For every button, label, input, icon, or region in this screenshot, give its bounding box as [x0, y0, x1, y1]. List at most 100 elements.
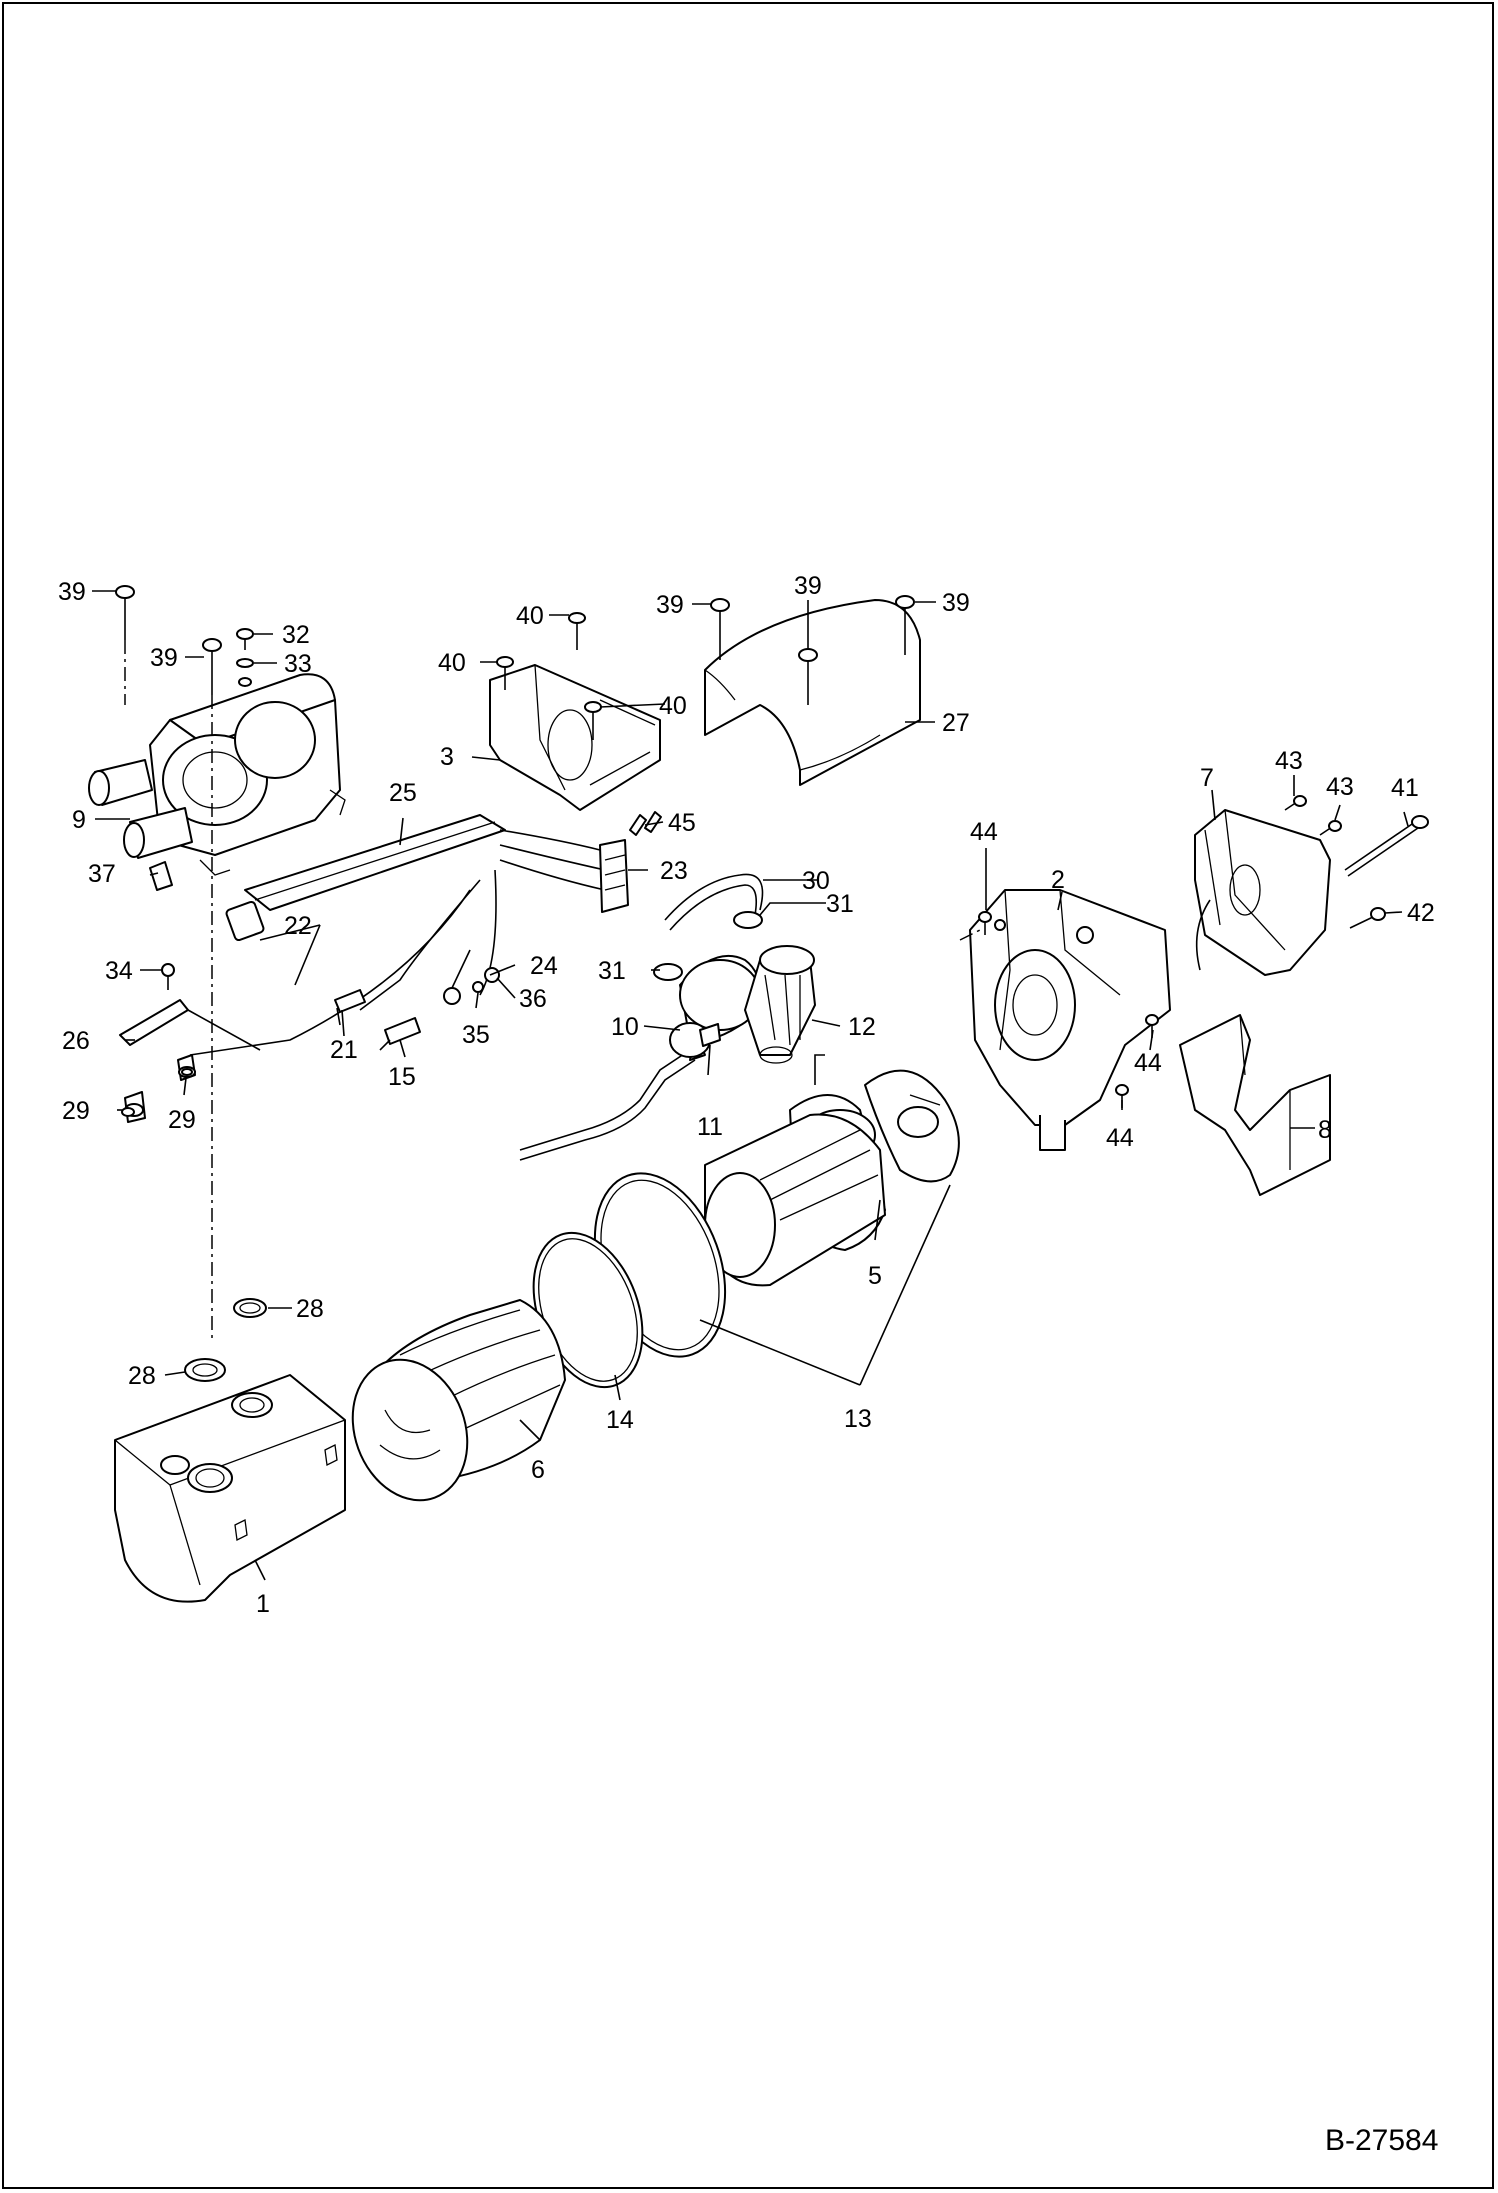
washer-part-35	[472, 981, 484, 993]
callout-35: 35	[462, 1021, 490, 1049]
callout-39c: 39	[656, 591, 684, 619]
screw-part-44c	[1115, 1084, 1129, 1108]
callout-10: 10	[611, 1013, 639, 1041]
bolt-part-39b	[202, 638, 222, 695]
callout-21: 21	[330, 1036, 358, 1064]
callout-2: 2	[1051, 866, 1065, 894]
bolt-part-39c	[710, 598, 730, 660]
o-ring-part-28b	[184, 1358, 226, 1382]
callout-43b: 43	[1326, 773, 1354, 801]
screw-part-32	[236, 628, 254, 650]
callout-30: 30	[802, 867, 830, 895]
callout-14: 14	[606, 1406, 634, 1434]
wiring-harness-part-25	[189, 814, 629, 1056]
callout-23: 23	[660, 857, 688, 885]
sensor-part-15	[379, 1017, 421, 1051]
callout-25: 25	[389, 779, 417, 807]
callout-44c: 44	[1106, 1124, 1134, 1152]
callout-45: 45	[668, 809, 696, 837]
callout-42: 42	[1407, 899, 1435, 927]
callout-28a: 28	[296, 1295, 324, 1323]
hose-part-30	[664, 873, 764, 931]
bolt-part-41	[1344, 815, 1429, 877]
callout-22: 22	[284, 912, 312, 940]
callout-3: 3	[440, 743, 454, 771]
callout-15: 15	[388, 1063, 416, 1091]
callout-39b: 39	[150, 644, 178, 672]
callout-labels: 1 2 3 5 6 7 8 9 10 11 12 13 14 15 21 22 …	[58, 572, 1435, 1618]
clamp-part-31b	[733, 911, 763, 929]
screw-part-43a	[1284, 795, 1307, 811]
callout-28b: 28	[128, 1362, 156, 1390]
gasket-plate-part-13	[864, 1069, 960, 1183]
combustion-chamber-part-6	[351, 1299, 566, 1502]
callout-5: 5	[868, 1262, 882, 1290]
callout-9: 9	[72, 806, 86, 834]
cover-part-27	[704, 599, 921, 786]
callout-7: 7	[1200, 764, 1214, 792]
water-pump-part-9	[88, 673, 346, 876]
bolt-part-39d	[798, 648, 818, 705]
bolt-part-34	[161, 963, 175, 990]
fuel-pump-part-10	[669, 954, 762, 1061]
screw-part-44b	[1145, 1014, 1159, 1038]
callout-32: 32	[282, 621, 310, 649]
callout-8: 8	[1318, 1116, 1332, 1144]
callout-37: 37	[88, 860, 116, 888]
o-ring-part-28a	[233, 1298, 267, 1318]
washer-part-33	[236, 658, 254, 687]
clip-part-37	[149, 861, 173, 891]
callout-24: 24	[530, 952, 558, 980]
callout-27: 27	[942, 709, 970, 737]
callout-36: 36	[519, 985, 547, 1013]
terminals-part-45	[629, 811, 662, 836]
callout-44a: 44	[970, 818, 998, 846]
bolt-part-39a	[115, 585, 135, 640]
control-cover-part-7	[1194, 809, 1331, 976]
bolt-part-39e	[895, 595, 915, 655]
blower-housing-part-2	[969, 889, 1171, 1151]
filter-part-12	[744, 945, 816, 1064]
heat-exchanger-housing-part-1	[114, 1374, 346, 1603]
callout-1: 1	[256, 1590, 270, 1618]
document-number: B-27584	[1325, 2124, 1438, 2157]
cable-part-24	[443, 949, 471, 1005]
screw-part-40a	[568, 612, 586, 650]
assembly-centerline	[124, 640, 213, 1340]
screw-part-44a	[978, 911, 992, 935]
leader-lines	[92, 590, 1409, 1581]
callout-40b: 40	[438, 649, 466, 677]
callout-41: 41	[1391, 774, 1419, 802]
shroud-part-8	[1179, 1014, 1331, 1196]
callout-6: 6	[531, 1456, 545, 1484]
callout-39d: 39	[794, 572, 822, 600]
callout-40c: 40	[659, 692, 687, 720]
callout-44b: 44	[1134, 1049, 1162, 1077]
bracket-part-26	[119, 999, 261, 1051]
callout-11: 11	[697, 1113, 723, 1141]
fuel-line-part-22	[519, 1049, 696, 1161]
sensor-part-21	[334, 989, 366, 1026]
callout-34: 34	[105, 957, 133, 985]
callout-40a: 40	[516, 602, 544, 630]
burner-part-5	[704, 1054, 886, 1287]
callout-31a: 31	[598, 957, 626, 985]
clamp-part-31a	[653, 963, 683, 981]
bolt-part-42	[1349, 907, 1386, 929]
callout-29b: 29	[168, 1106, 196, 1134]
callout-39a: 39	[58, 578, 86, 606]
callout-39e: 39	[942, 589, 970, 617]
screw-part-43b	[1319, 820, 1342, 836]
callout-31b: 31	[826, 890, 854, 918]
callout-43a: 43	[1275, 747, 1303, 775]
callout-12: 12	[848, 1013, 876, 1041]
callout-33: 33	[284, 650, 312, 678]
assembly-centerline-2	[959, 929, 981, 941]
callout-13: 13	[844, 1405, 872, 1433]
callout-26: 26	[62, 1027, 90, 1055]
cover-part-3	[489, 664, 661, 811]
fitting-part-29	[121, 1054, 196, 1123]
callout-29a: 29	[62, 1097, 90, 1125]
